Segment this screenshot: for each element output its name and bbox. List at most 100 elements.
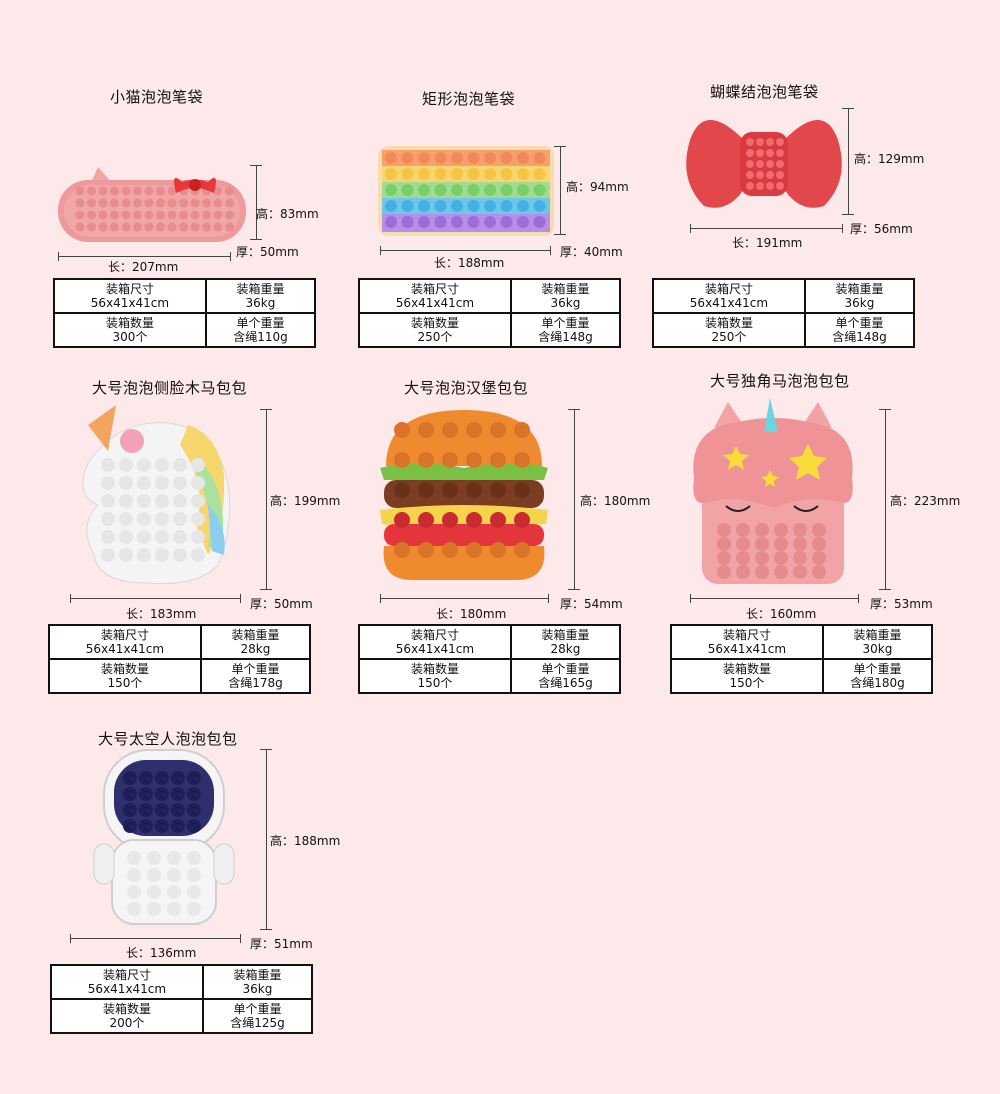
bubble-dot <box>451 152 463 164</box>
bubble-dot <box>190 222 200 232</box>
bubble-dot <box>434 184 447 196</box>
bubble-dot <box>776 138 784 146</box>
bubble-dot <box>418 152 430 164</box>
bubble-dot <box>110 210 119 220</box>
bubble-dot <box>187 787 201 801</box>
burger-bag-icon <box>380 410 548 580</box>
bubble-dot <box>736 551 750 565</box>
bubble-dot <box>191 548 205 562</box>
bubble-dot <box>202 210 211 220</box>
bubble-dot <box>191 458 205 472</box>
bubble-dot <box>155 512 169 526</box>
bubble-dot <box>533 200 546 212</box>
bubble-dot <box>401 152 414 164</box>
bubble-dot <box>167 210 177 220</box>
bubble-dot <box>418 482 434 498</box>
bubble-dot <box>484 200 496 212</box>
bubble-dot <box>717 523 731 537</box>
bubble-dot <box>173 476 187 490</box>
bubble-dot <box>171 803 185 817</box>
bubble-dot <box>171 771 185 785</box>
bubble-dot <box>484 216 496 228</box>
bubble-dot <box>171 787 185 801</box>
bubble-dot <box>484 168 496 180</box>
bubble-dot <box>401 200 414 212</box>
bubble-dot <box>173 458 187 472</box>
bubble-dot <box>466 542 482 558</box>
bubble-dot <box>173 494 187 508</box>
bubble-dot <box>533 216 546 228</box>
bubble-dot <box>466 422 482 438</box>
bubble-dot <box>394 422 410 438</box>
bubble-dot <box>167 186 177 196</box>
bubble-dot <box>514 482 530 498</box>
bubble-dot <box>517 168 529 180</box>
bubble-dot <box>121 222 131 232</box>
bubble-dot <box>155 548 169 562</box>
bubble-dot <box>466 452 482 468</box>
unicorn-front-bag-icon <box>693 398 853 584</box>
bubble-dot <box>123 771 137 785</box>
bubble-dot <box>155 803 169 817</box>
bubble-dot <box>812 565 826 579</box>
bubble-dot <box>394 482 410 498</box>
bubble-dot <box>756 171 764 179</box>
bubble-dot <box>401 184 414 196</box>
bubble-dot <box>490 542 506 558</box>
bubble-dot <box>514 542 530 558</box>
bubble-dot <box>793 565 807 579</box>
bubble-dot <box>514 452 530 468</box>
rainbow-pencil-case-icon <box>378 146 554 236</box>
bubble-dot <box>225 222 234 232</box>
bubble-dot <box>466 512 482 528</box>
bubble-dot <box>101 458 115 472</box>
bubble-dot <box>173 530 187 544</box>
bubble-dot <box>418 200 430 212</box>
bubble-dot <box>139 771 153 785</box>
bow-pencil-case-icon <box>686 120 842 208</box>
bubble-dot <box>110 198 119 208</box>
bubble-dot <box>123 819 137 833</box>
bubble-dot <box>202 198 211 208</box>
bubble-dot <box>776 171 784 179</box>
bubble-dot <box>87 222 96 232</box>
bubble-dot <box>385 152 397 164</box>
bubble-dot <box>137 530 151 544</box>
bubble-dot <box>187 885 201 899</box>
bubble-dot <box>155 476 169 490</box>
bubble-dot <box>736 565 750 579</box>
bubble-dot <box>746 182 754 190</box>
bubble-dot <box>187 868 201 882</box>
bubble-dot <box>385 184 397 196</box>
bubble-dot <box>442 542 458 558</box>
bubble-dot <box>418 168 430 180</box>
bubble-dot <box>500 184 513 196</box>
bubble-dot <box>119 548 133 562</box>
bubble-dot <box>755 523 769 537</box>
bubble-dot <box>127 851 141 865</box>
bubble-dot <box>101 512 115 526</box>
bubble-dot <box>500 216 513 228</box>
product-title: 蝴蝶结泡泡笔袋 <box>710 83 819 101</box>
bubble-dot <box>793 551 807 565</box>
bubble-dot <box>187 771 201 785</box>
bubble-dot <box>191 530 205 544</box>
bubble-dot <box>812 523 826 537</box>
bubble-dot <box>139 819 153 833</box>
bubble-dot <box>746 171 754 179</box>
bubble-dot <box>490 512 506 528</box>
bubble-dot <box>119 494 133 508</box>
product-title: 大号泡泡汉堡包包 <box>404 379 529 397</box>
bubble-dot <box>127 902 141 916</box>
bubble-dot <box>774 551 788 565</box>
bubble-dot <box>418 542 434 558</box>
bubble-dot <box>119 512 133 526</box>
bubble-dot <box>517 152 529 164</box>
bubble-dot <box>484 184 496 196</box>
bubble-dot <box>793 537 807 551</box>
bubble-dot <box>418 216 430 228</box>
bubble-dot <box>514 422 530 438</box>
